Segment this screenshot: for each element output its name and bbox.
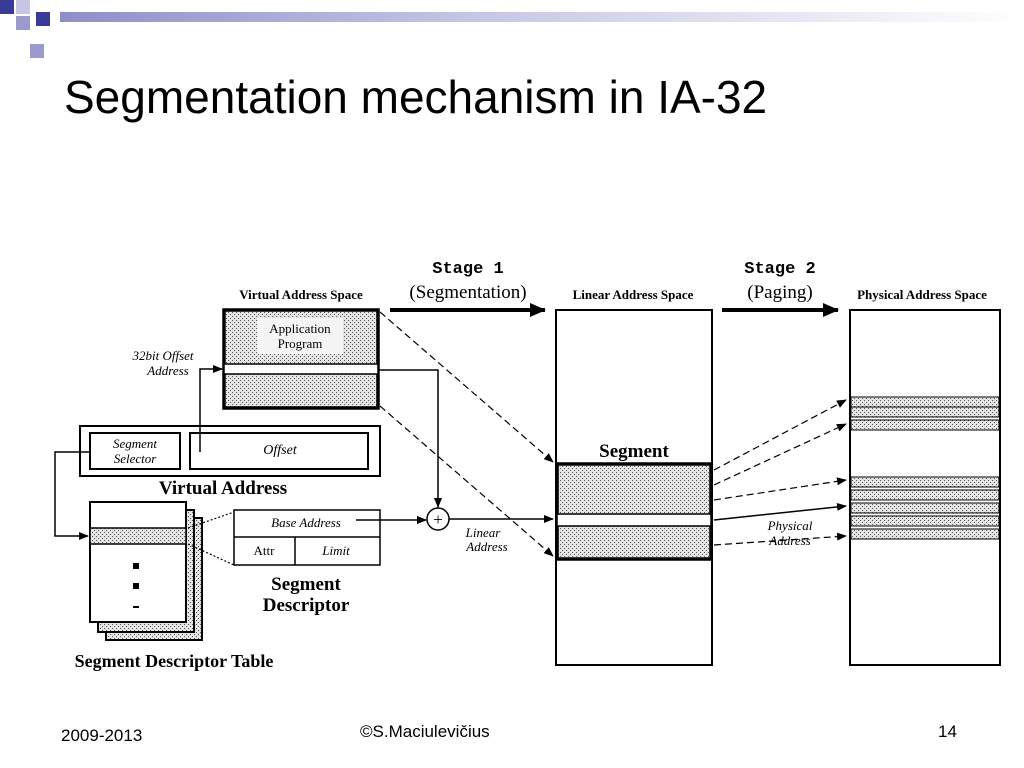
virtual-address-label: Virtual Address [159,478,287,499]
footer-author: ©S.Maciulevičius [360,722,490,741]
title-decor-square [30,44,44,58]
segment-selector-line1: Segment [113,436,157,451]
linear-address-label-line1: Linear [465,525,502,540]
descriptor-label-line1: Segment [271,574,341,595]
linear-address-label-line2: Address [465,539,507,554]
physical-address-arrow [713,502,847,521]
segment-descriptor-box [233,509,381,566]
paging-dashed-arrow [713,423,847,486]
paging-dashed-arrow [713,399,847,471]
table-descriptor-link [187,511,235,529]
segment-selector-line2: Selector [114,451,158,466]
adder-symbol: + [433,510,443,529]
physical-address-label-line1: Physical [767,518,813,533]
app-program-label-line1: Application [269,321,331,336]
mapping-dashed-line [379,405,554,557]
attr-label: Attr [254,543,276,558]
stage2-subtitle: (Paging) [747,282,812,303]
offset-to-adder-line [378,369,442,508]
paging-dashed-arrow [713,477,847,501]
virtual-address-space-box [222,308,380,410]
segment-label: Segment [599,441,669,462]
offset-field-label: Offset [263,443,298,458]
slide-number: 14 [938,722,957,741]
title-decor-band [60,12,1024,22]
title-decor-square [0,0,14,14]
title-decor-square [16,16,30,30]
stage2-title: Stage 2 [744,260,815,279]
physical-address-label-line2: Address [768,533,810,548]
paging-dashed-arrow [713,532,847,546]
table-label: Segment Descriptor Table [75,651,274,671]
linear-segment [555,462,713,561]
offset-pointer-line [199,365,223,452]
segment-descriptor-table [89,501,203,641]
offset-note-line2: Address [146,363,188,378]
mapping-dashed-line [379,311,554,463]
virtual-space-label: Virtual Address Space [239,287,363,302]
title-decor-square [36,12,50,26]
stage1-title: Stage 1 [432,260,503,279]
slide-title: Segmentation mechanism in IA-32 [64,71,768,123]
stage1-subtitle: (Segmentation) [409,282,526,303]
limit-label: Limit [321,543,350,558]
descriptor-label-line2: Descriptor [263,595,350,616]
table-descriptor-link [187,543,235,566]
selector-to-table-line [54,451,90,540]
physical-page-frames [850,396,1000,540]
base-address-label: Base Address [271,515,341,530]
offset-note-line1: 32bit Offset [131,348,193,363]
physical-space-label: Physical Address Space [857,287,987,302]
footer-date: 2009-2013 [61,726,143,745]
virtual-address-box [79,425,381,477]
title-decor-square [16,0,30,14]
app-program-label-line2: Program [278,336,323,351]
linear-space-label: Linear Address Space [573,287,694,302]
